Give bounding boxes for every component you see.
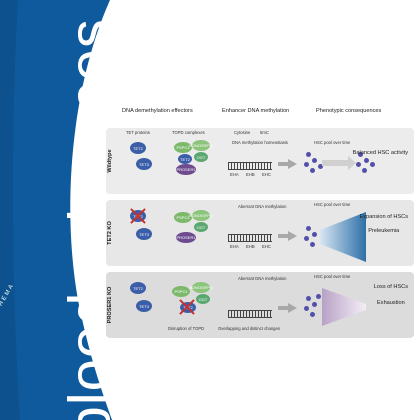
column-headers: DNA demethylation effectors Enhancer DNA… bbox=[106, 108, 414, 122]
phenotype-outcome-sub: Preleukemia bbox=[368, 227, 400, 234]
dna-caption: Aberrant DNA methylation bbox=[238, 276, 287, 281]
column-head-phenotype: Phenotypic consequences bbox=[316, 108, 382, 114]
complex-subunit: PSPC1 bbox=[174, 212, 192, 223]
tet-protein: TET2 bbox=[130, 142, 146, 154]
panel-label: PROSER1 KO bbox=[107, 286, 113, 324]
arrow-right-icon bbox=[288, 159, 297, 169]
legend-cytosine: Cytosine bbox=[234, 130, 251, 135]
panel-label: TET2 KO bbox=[107, 221, 113, 245]
hsc-pool-title: HSC pool over time bbox=[314, 202, 351, 207]
dna-strand bbox=[228, 234, 272, 242]
enhancer-label: EHB bbox=[246, 172, 255, 177]
complex-subunit: PSPC1 bbox=[172, 286, 190, 297]
tet-protein: TET2 bbox=[130, 282, 146, 294]
complex-subunit: NONO/SFPQ bbox=[189, 210, 213, 221]
complex-subunit: OGT bbox=[196, 294, 210, 304]
panel-label: Wildtype bbox=[107, 149, 113, 173]
complex-subunit: PROSER1 bbox=[176, 232, 196, 243]
dna-strand bbox=[228, 162, 272, 170]
graphical-abstract: DNA demethylation effectors Enhancer DNA… bbox=[106, 108, 414, 338]
complex-subunit: PROSER1 bbox=[176, 164, 196, 175]
complex-subunit: TET2 bbox=[178, 154, 192, 164]
arrow-shaft bbox=[278, 162, 288, 166]
complex-subunit: PSPC1 bbox=[174, 142, 192, 153]
complex-subunit: OGT bbox=[194, 152, 208, 162]
topd-complexes-caption: TOPD complexes bbox=[172, 130, 205, 135]
phenotype-outcome: Balanced HSC activity bbox=[352, 150, 408, 156]
complex-subunit: NONO/SFPQ bbox=[189, 140, 213, 151]
legend-5mc: 5mC bbox=[260, 130, 269, 135]
phenotype-outcome-sub: Exhaustion bbox=[377, 299, 405, 306]
enhancer-label: EHA bbox=[230, 172, 239, 177]
hsc-pool-title: HSC pool over time bbox=[314, 274, 351, 279]
tet-protein: TET3 bbox=[136, 228, 152, 240]
hsc-pool-title: HSC pool over time bbox=[314, 140, 351, 145]
panel-tet2-ko: TET2 KO TET2 TET3 PSPC1 NONO/SFPQ OGT PR… bbox=[106, 200, 414, 266]
enhancer-label: EHC bbox=[262, 244, 271, 249]
enhancer-label: EHA bbox=[230, 244, 239, 249]
hsc-time-arrow bbox=[322, 156, 356, 170]
knockout-cross-icon bbox=[178, 298, 196, 316]
arrow-right-icon bbox=[288, 231, 297, 241]
column-head-enhancer: Enhancer DNA methylation bbox=[222, 108, 290, 114]
hsc-exhaustion-wedge bbox=[322, 288, 366, 326]
panel-wildtype: Wildtype TET proteins TOPD complexes TET… bbox=[106, 128, 414, 194]
below-caption: Disruption of TOPD bbox=[168, 326, 205, 331]
hsc-expansion-wedge bbox=[320, 212, 366, 262]
dna-strand bbox=[228, 310, 272, 318]
tet-proteins-caption: TET proteins bbox=[126, 130, 150, 135]
knockout-cross-icon bbox=[129, 207, 147, 225]
dna-caption: Aberrant DNA methylation bbox=[238, 204, 287, 209]
arrow-shaft bbox=[278, 234, 288, 238]
complex-subunit: OGT bbox=[194, 222, 208, 232]
panel-proser1-ko: PROSER1 KO TET2 TET3 PSPC1 NONO/SFPQ OGT… bbox=[106, 272, 414, 338]
dna-caption: DNA methylation homeostasis bbox=[232, 140, 288, 145]
arrow-shaft bbox=[278, 306, 288, 310]
arrow-right-icon bbox=[288, 303, 297, 313]
enhancer-caption: Overlapping and distinct changes bbox=[218, 326, 280, 331]
tet-protein: TET3 bbox=[136, 158, 152, 170]
column-head-effectors: DNA demethylation effectors bbox=[122, 108, 193, 114]
enhancer-label: EHB bbox=[246, 244, 255, 249]
enhancer-label: EHC bbox=[262, 172, 271, 177]
complex-subunit: NONO/SFPQ bbox=[189, 282, 213, 293]
tet-protein: TET3 bbox=[136, 300, 152, 312]
